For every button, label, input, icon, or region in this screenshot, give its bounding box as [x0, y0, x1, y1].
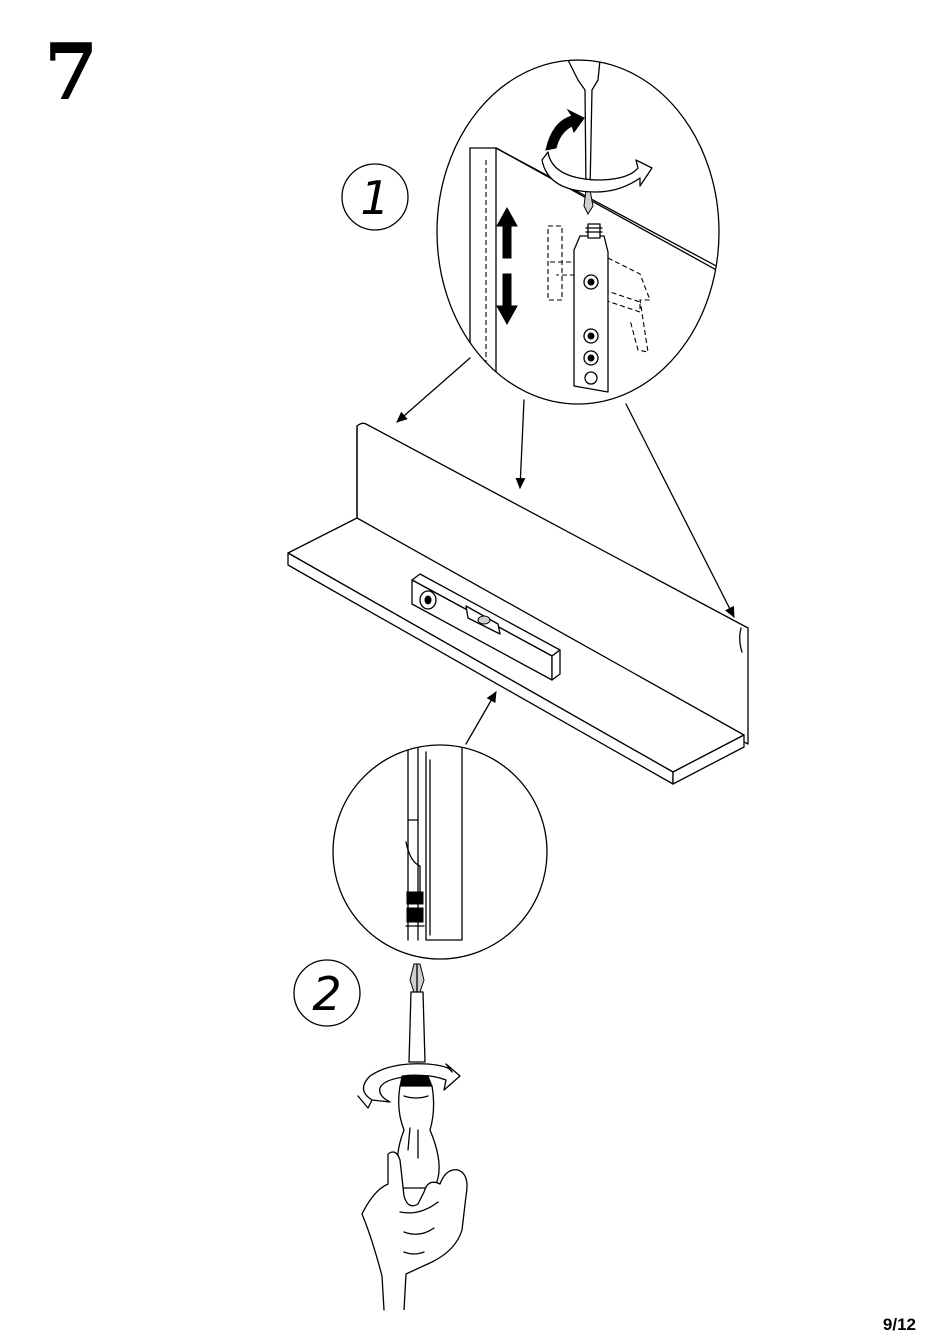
- screwdriver-in-hand: [358, 964, 467, 1310]
- detail-circle-bracket-adjustment: [437, 60, 720, 420]
- page-number: 9/12: [883, 1315, 916, 1335]
- substep-1-badge: 1: [342, 164, 408, 230]
- wall-shelf: [288, 423, 748, 784]
- pointer-arrow-bottom: [466, 692, 496, 744]
- detail-circle-side-adjustment: [333, 740, 547, 959]
- substep-1-label: 1: [360, 171, 389, 225]
- substep-2-label: 2: [312, 967, 341, 1021]
- substep-2-badge: 2: [294, 960, 360, 1026]
